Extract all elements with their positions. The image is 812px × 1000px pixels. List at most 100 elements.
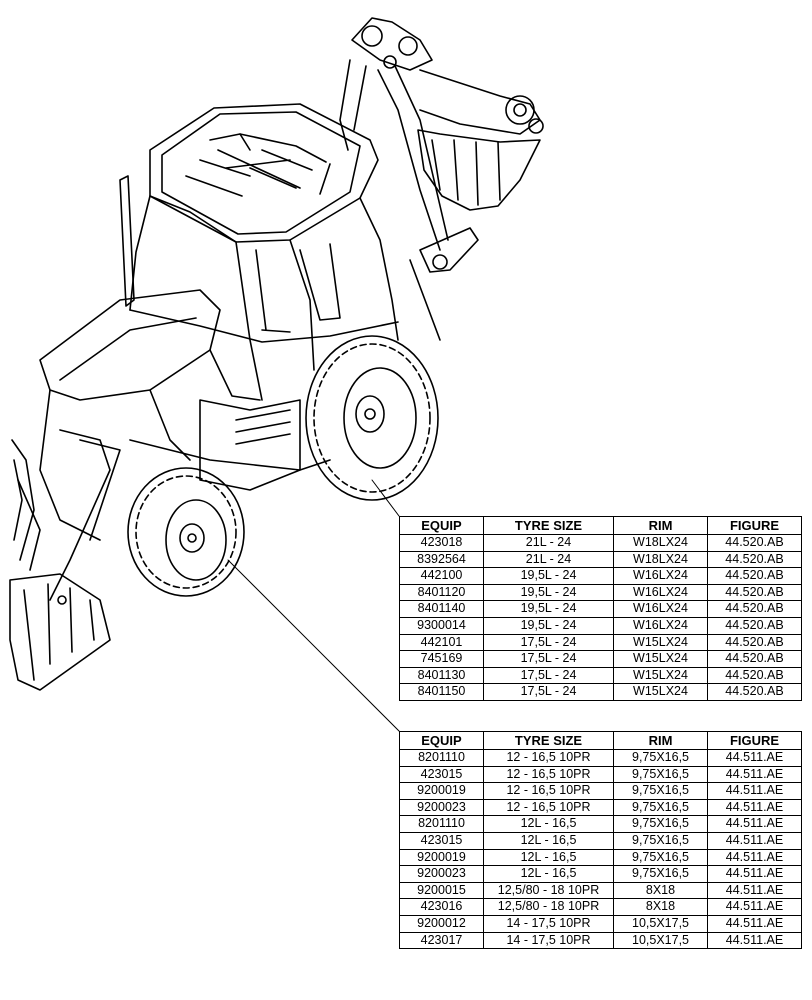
cell-equip: 423017 (399, 931, 484, 950)
cell-rim: 9,75X16,5 (613, 865, 708, 883)
cell-equip: 442101 (399, 633, 484, 652)
cell-equip: 9200019 (399, 848, 484, 867)
cell-figure: 44.520.AB (707, 650, 802, 668)
cell-tyre-size: 17,5L - 24 (483, 683, 614, 701)
cell-tyre-size: 17,5L - 24 (483, 650, 614, 668)
front-wheel-leader (227, 559, 400, 732)
cell-figure: 44.520.AB (707, 616, 802, 635)
cell-rim: 10,5X17,5 (613, 931, 708, 950)
cell-equip: 423015 (399, 831, 484, 850)
column-header-tyre-size: TYRE SIZE (483, 731, 614, 750)
cell-figure: 44.511.AE (707, 831, 802, 850)
cell-tyre-size: 19,5L - 24 (483, 583, 614, 602)
cell-figure: 44.511.AE (707, 914, 802, 933)
cell-figure: 44.520.AB (707, 666, 802, 685)
cell-figure: 44.520.AB (707, 534, 802, 552)
cell-rim: 8X18 (613, 898, 708, 916)
cell-rim: 9,75X16,5 (613, 848, 708, 867)
cell-figure: 44.511.AE (707, 782, 802, 800)
cell-figure: 44.511.AE (707, 749, 802, 767)
cell-rim: W16LX24 (613, 616, 708, 635)
backhoe-arm (339, 17, 544, 251)
stabilizer (409, 227, 479, 341)
cell-rim: 10,5X17,5 (613, 914, 708, 933)
cell-equip: 9200019 (399, 782, 484, 800)
cell-rim: W16LX24 (613, 583, 708, 602)
cell-rim: W15LX24 (613, 683, 708, 701)
cell-tyre-size: 19,5L - 24 (483, 567, 614, 585)
rear-wheel-leader (371, 479, 400, 517)
cell-tyre-size: 19,5L - 24 (483, 616, 614, 635)
cell-rim: W15LX24 (613, 666, 708, 685)
cell-figure: 44.511.AE (707, 931, 802, 950)
cell-figure: 44.520.AB (707, 600, 802, 618)
cell-figure: 44.511.AE (707, 815, 802, 833)
cell-rim: W15LX24 (613, 650, 708, 668)
cell-tyre-size: 12L - 16,5 (483, 831, 614, 850)
left-wheel-partial (11, 439, 35, 561)
cell-equip: 9200023 (399, 798, 484, 817)
cell-tyre-size: 19,5L - 24 (483, 600, 614, 618)
cell-equip: 9200023 (399, 865, 484, 883)
engine-hood (39, 289, 331, 541)
cell-rim: W16LX24 (613, 600, 708, 618)
cell-rim: W15LX24 (613, 633, 708, 652)
cell-tyre-size: 12 - 16,5 10PR (483, 782, 614, 800)
cell-equip: 8401150 (399, 683, 484, 701)
cell-tyre-size: 14 - 17,5 10PR (483, 931, 614, 950)
cell-tyre-size: 12 - 16,5 10PR (483, 765, 614, 784)
cell-rim: 9,75X16,5 (613, 782, 708, 800)
cell-figure: 44.520.AB (707, 633, 802, 652)
cell-figure: 44.511.AE (707, 765, 802, 784)
column-header-equip: EQUIP (399, 731, 484, 750)
cell-equip: 8401130 (399, 666, 484, 685)
cell-equip: 9200015 (399, 881, 484, 900)
cell-tyre-size: 12L - 16,5 (483, 815, 614, 833)
cell-rim: W18LX24 (613, 550, 708, 569)
cell-tyre-size: 12L - 16,5 (483, 848, 614, 867)
column-header-figure: FIGURE (707, 516, 802, 535)
cell-rim: W18LX24 (613, 534, 708, 552)
cell-figure: 44.511.AE (707, 898, 802, 916)
cab (119, 103, 399, 401)
loader-bucket (9, 573, 111, 691)
cell-rim: 9,75X16,5 (613, 815, 708, 833)
backhoe-bucket (417, 129, 541, 211)
cell-figure: 44.520.AB (707, 683, 802, 701)
rear-wheel (305, 335, 439, 501)
cell-equip: 8401120 (399, 583, 484, 602)
cell-equip: 423015 (399, 765, 484, 784)
cell-tyre-size: 12L - 16,5 (483, 865, 614, 883)
cell-figure: 44.520.AB (707, 567, 802, 585)
cell-figure: 44.520.AB (707, 550, 802, 569)
cell-rim: 9,75X16,5 (613, 798, 708, 817)
cell-tyre-size: 21L - 24 (483, 534, 614, 552)
exhaust-pipe (119, 175, 135, 307)
cell-rim: 9,75X16,5 (613, 765, 708, 784)
front-wheel (127, 467, 245, 597)
cell-equip: 745169 (399, 650, 484, 668)
